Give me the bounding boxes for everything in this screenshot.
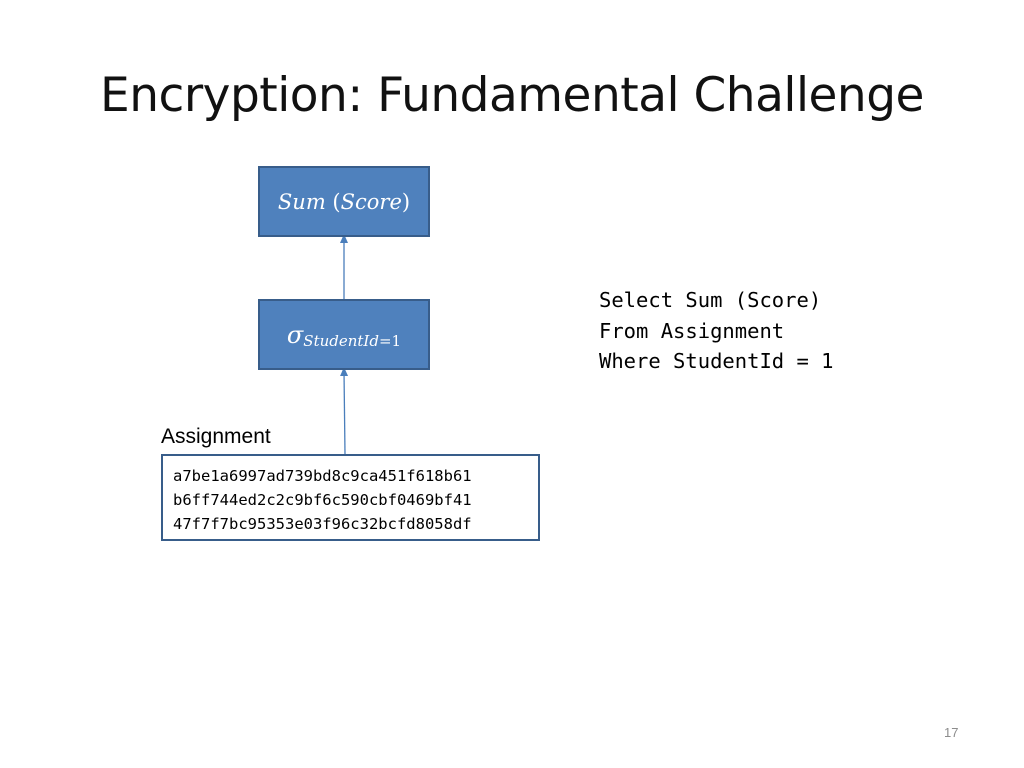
selection-value: 1: [391, 331, 402, 350]
selection-attribute: StudentId: [303, 331, 379, 350]
encrypted-table-box: a7be1a6997ad739bd8c9ca451f618b61 b6ff744…: [161, 454, 540, 541]
sum-open-paren: (: [332, 189, 341, 214]
sql-select-line: Select Sum (Score): [599, 288, 822, 312]
selection-operator: =: [378, 331, 392, 350]
encrypted-row: 47f7f7bc95353e03f96c32bcfd8058df: [173, 515, 472, 533]
sum-close-paren: ): [401, 189, 411, 214]
sql-from-line: From Assignment: [599, 318, 785, 343]
slide-title: Encryption: Fundamental Challenge: [100, 68, 924, 123]
sql-where-line: Where StudentId = 1: [599, 349, 834, 373]
encrypted-row: b6ff744ed2c2c9bf6c590cbf0469bf41: [173, 491, 472, 509]
selection-predicate: StudentId=1: [303, 332, 401, 350]
sum-operator-node: Sum (Score): [258, 166, 430, 237]
sum-func-label: Sum: [277, 189, 326, 214]
arrow-table-to-select: [340, 367, 349, 455]
encrypted-row: a7be1a6997ad739bd8c9ca451f618b61: [173, 467, 472, 485]
sql-query: Select Sum (Score) From Assignment Where…: [599, 285, 834, 377]
page-number: 17: [944, 725, 959, 740]
table-name-label: Assignment: [161, 425, 271, 448]
sum-arg-label: Score: [340, 189, 402, 214]
sigma-symbol: σ: [286, 320, 304, 349]
